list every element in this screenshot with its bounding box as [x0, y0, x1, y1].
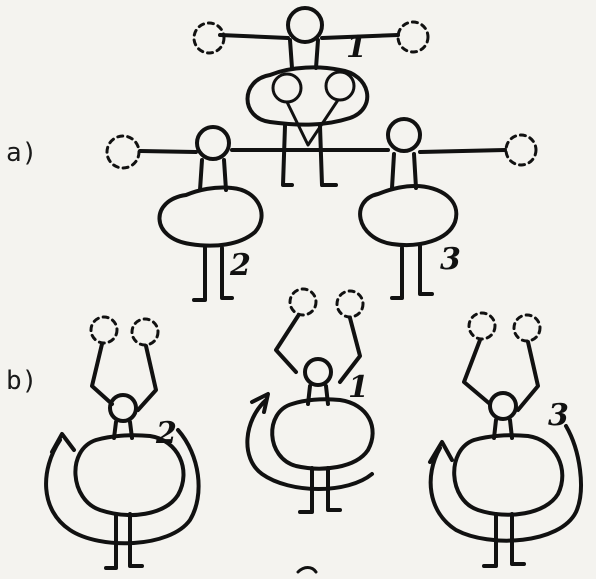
- figure-a-top: [192, 6, 430, 187]
- figure-number-b-right: 3: [548, 398, 569, 433]
- figure-a-right: [358, 117, 459, 300]
- figure-b-left: [44, 315, 201, 570]
- figure-a-arms: [105, 133, 538, 170]
- figure-b-mid: [245, 287, 375, 514]
- figure-number-a-left: 2: [230, 248, 251, 283]
- stray-mark: [296, 566, 318, 574]
- figure-number-a-right: 3: [440, 242, 461, 277]
- section-label-b: b): [6, 366, 38, 396]
- figure-a-left: [157, 125, 264, 302]
- figure-b-right: [428, 311, 583, 568]
- figure-number-b-mid: 1: [348, 370, 369, 405]
- figure-number-b-left: 2: [156, 416, 177, 451]
- section-label-a: a): [6, 138, 38, 168]
